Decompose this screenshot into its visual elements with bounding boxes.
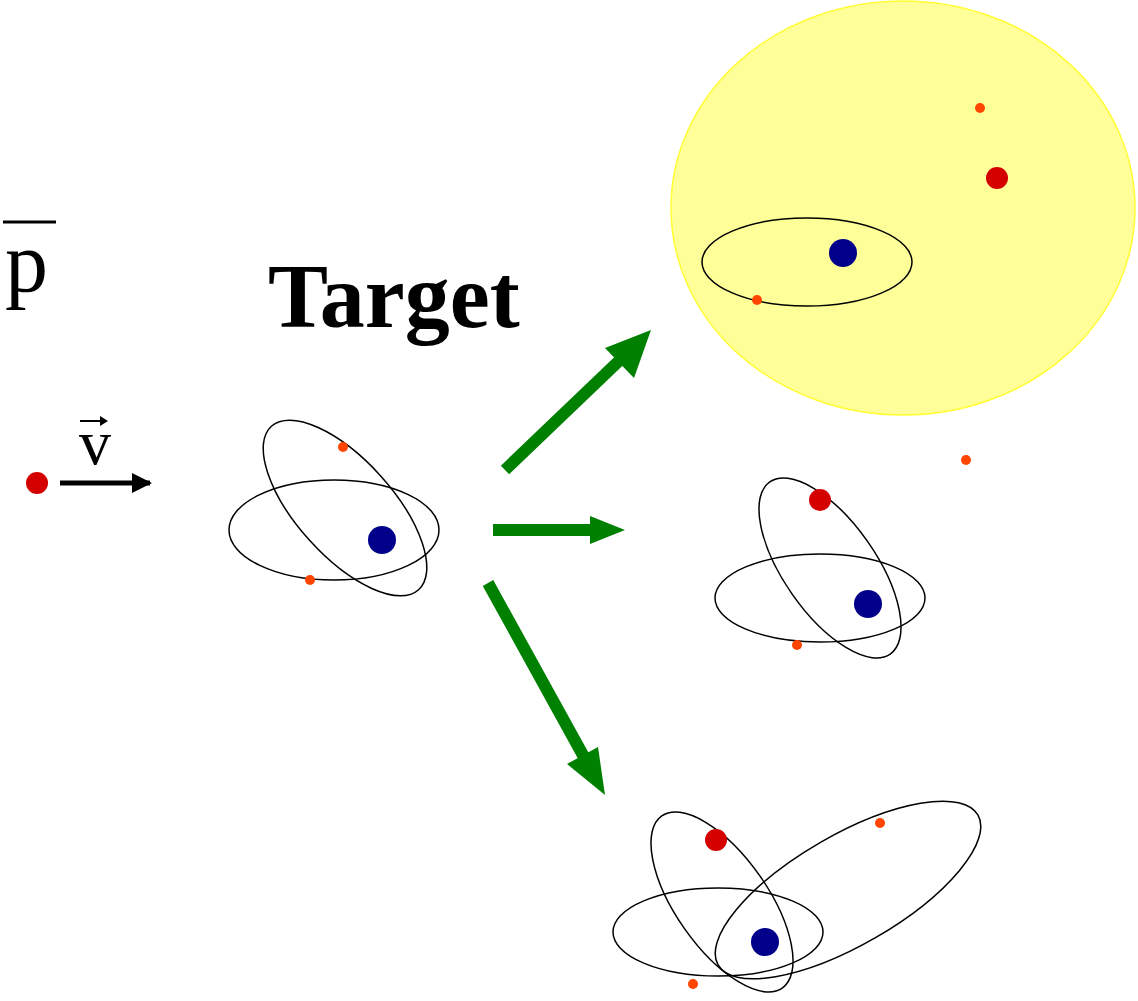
- electron: [688, 979, 698, 989]
- outcome-arrow: [493, 524, 595, 536]
- nucleus: [751, 928, 779, 956]
- nucleus: [368, 526, 396, 554]
- target-label: Target: [268, 252, 520, 342]
- outcome-arrow-head: [567, 747, 605, 795]
- velocity-symbol: v: [79, 411, 111, 475]
- orbit: [236, 394, 455, 622]
- antiproton: [986, 167, 1008, 189]
- yellow-region: [671, 1, 1135, 415]
- orbit: [702, 218, 912, 306]
- electron: [338, 442, 348, 452]
- orbit: [732, 456, 928, 681]
- nucleus: [854, 590, 882, 618]
- orbit: [691, 767, 1006, 1001]
- electron: [305, 575, 315, 585]
- antiproton: [809, 489, 831, 511]
- outcome-arrow-head: [590, 516, 625, 544]
- product-orbits: [613, 767, 1005, 1001]
- electron: [975, 103, 985, 113]
- electron: [961, 455, 971, 465]
- nucleus: [829, 239, 857, 267]
- velocity-arrow: [60, 481, 150, 486]
- target-orbits: [229, 394, 454, 622]
- antiproton: [26, 472, 48, 494]
- electron: [752, 295, 762, 305]
- outcome-arrow: [505, 358, 622, 470]
- electron: [875, 818, 885, 828]
- particle-symbol: p: [5, 219, 48, 305]
- outcome-arrow-head: [605, 330, 651, 378]
- product-orbits: [715, 456, 928, 681]
- outcome-arrows: [488, 330, 651, 795]
- outcome-arrow: [488, 583, 584, 757]
- electron: [792, 640, 802, 650]
- antiproton: [705, 829, 727, 851]
- orbit: [715, 554, 925, 642]
- orbit: [613, 888, 823, 976]
